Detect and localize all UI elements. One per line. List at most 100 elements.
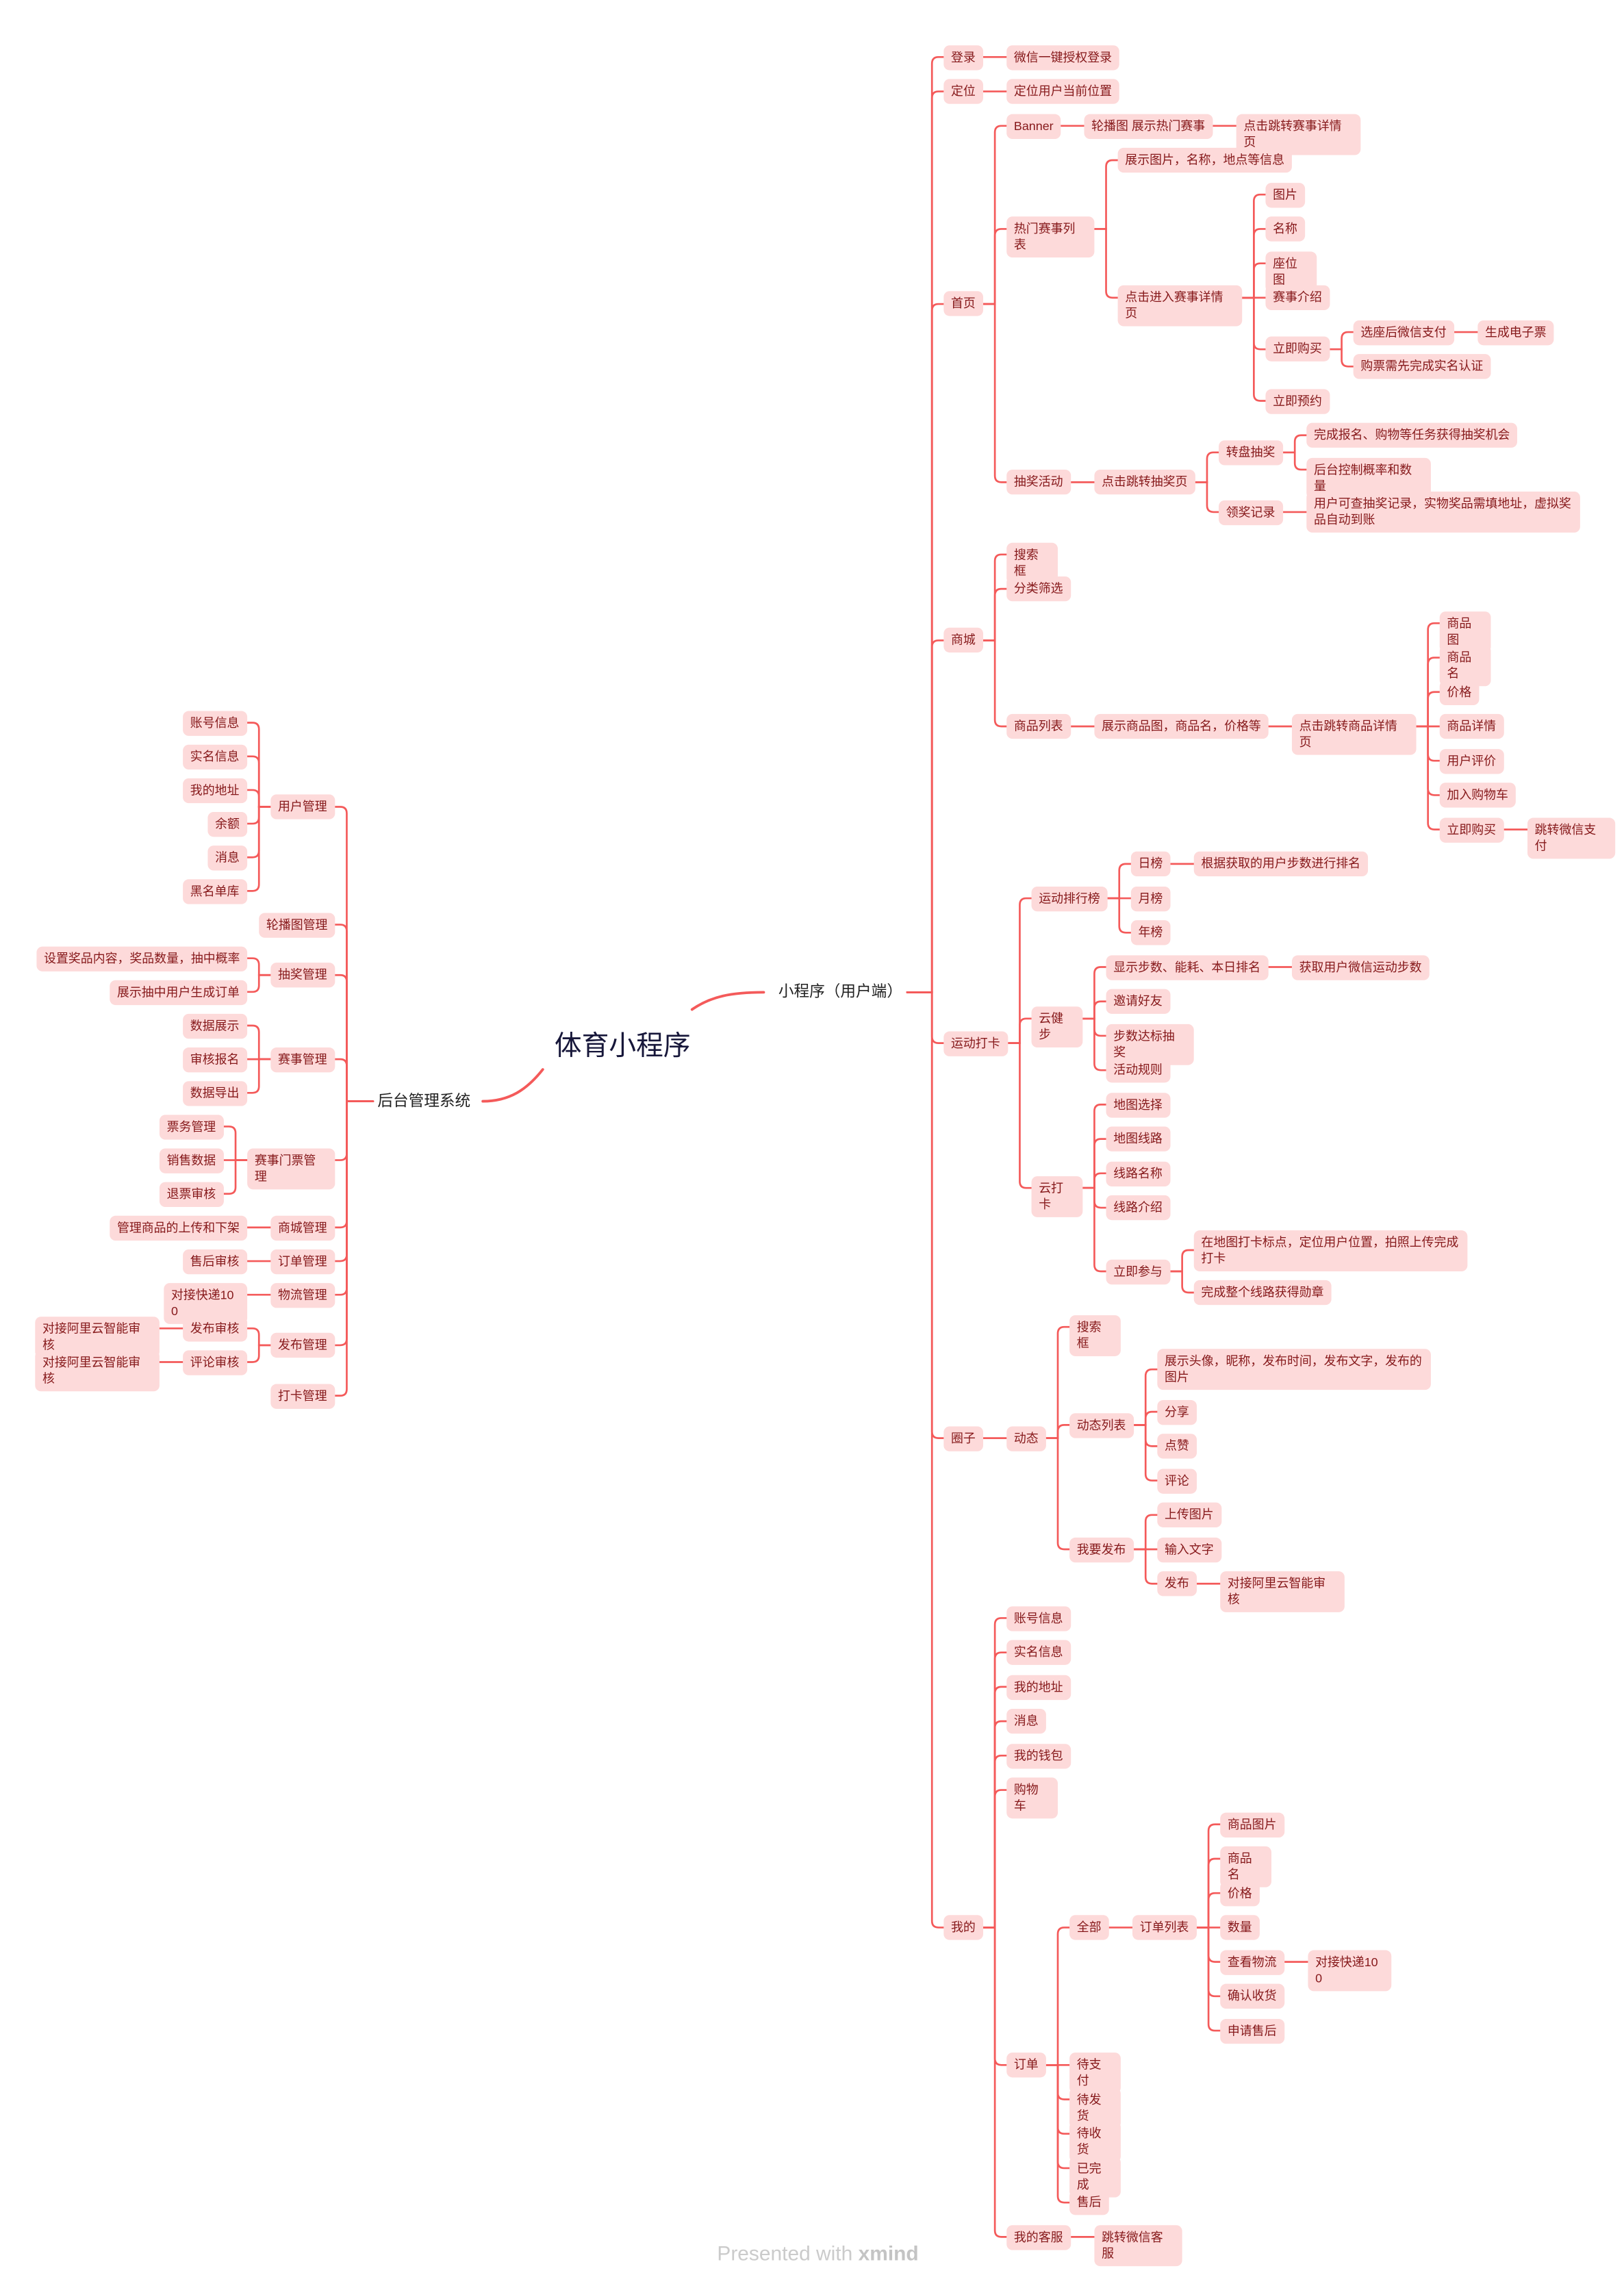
- topic-node[interactable]: 全部: [1069, 1915, 1109, 1940]
- topic-node[interactable]: 完成整个线路获得勋章: [1193, 1280, 1332, 1306]
- topic-node[interactable]: 数量: [1220, 1915, 1260, 1940]
- topic-node[interactable]: 我的地址: [1006, 1674, 1071, 1700]
- topic-node[interactable]: 商品详情: [1439, 713, 1504, 739]
- topic-node[interactable]: 转盘抽奖: [1219, 440, 1284, 466]
- topic-node[interactable]: 消息: [207, 845, 248, 870]
- topic-node[interactable]: 座位图: [1265, 251, 1317, 292]
- topic-node[interactable]: 数据展示: [183, 1013, 248, 1039]
- topic-node[interactable]: 待收货: [1069, 2121, 1121, 2163]
- topic-node[interactable]: 我的地址: [183, 777, 248, 803]
- topic-node[interactable]: 已完成: [1069, 2155, 1121, 2197]
- topic-node[interactable]: 赛事介绍: [1265, 285, 1330, 311]
- topic-node[interactable]: 热门赛事列表: [1006, 216, 1095, 258]
- topic-node[interactable]: 展示商品图，商品名，价格等: [1094, 713, 1269, 739]
- topic-node[interactable]: 订单管理: [270, 1248, 335, 1274]
- topic-node[interactable]: 待支付: [1069, 2052, 1121, 2094]
- topic-node[interactable]: 商品名: [1220, 1846, 1271, 1888]
- topic-node[interactable]: 轮播图 展示热门赛事: [1084, 113, 1213, 138]
- topic-node[interactable]: 点赞: [1157, 1434, 1197, 1459]
- topic-node[interactable]: 点击跳转抽奖页: [1094, 470, 1195, 495]
- topic-node[interactable]: 购物车: [1006, 1777, 1058, 1819]
- topic-node[interactable]: 点击跳转商品详情页: [1291, 713, 1417, 755]
- topic-node[interactable]: 退票审核: [159, 1181, 224, 1206]
- topic-node[interactable]: 抽奖活动: [1006, 470, 1071, 495]
- topic-node[interactable]: 轮播图管理: [259, 912, 335, 937]
- topic-node[interactable]: 地图线路: [1106, 1126, 1171, 1152]
- topic-node[interactable]: 我的钱包: [1006, 1743, 1071, 1768]
- topic-node[interactable]: 售后: [1069, 2189, 1109, 2215]
- topic-node[interactable]: 名称: [1265, 216, 1306, 242]
- topic-node[interactable]: 对接阿里云智能审核: [1220, 1571, 1345, 1612]
- topic-node[interactable]: 运动排行榜: [1031, 885, 1108, 911]
- topic-node[interactable]: 商城管理: [270, 1215, 335, 1241]
- topic-node[interactable]: 发布管理: [270, 1332, 335, 1358]
- topic-node[interactable]: 数据导出: [183, 1080, 248, 1106]
- topic-node[interactable]: 打卡管理: [270, 1383, 335, 1408]
- topic-node[interactable]: 评论: [1157, 1468, 1197, 1493]
- topic-node[interactable]: 展示图片，名称，地点等信息: [1117, 147, 1292, 173]
- topic-node[interactable]: 审核报名: [183, 1046, 248, 1072]
- topic-node[interactable]: 展示头像，昵称，发布时间，发布文字，发布的图片: [1157, 1349, 1431, 1390]
- topic-node[interactable]: 商品列表: [1006, 713, 1071, 739]
- topic-node[interactable]: 余额: [207, 811, 248, 837]
- topic-node[interactable]: 立即参与: [1106, 1258, 1171, 1284]
- topic-node[interactable]: 圈子: [943, 1425, 984, 1451]
- topic-node[interactable]: 消息: [1006, 1708, 1046, 1734]
- topic-node[interactable]: 定位: [943, 79, 984, 104]
- topic-node[interactable]: 搜索框: [1006, 542, 1058, 583]
- topic-node[interactable]: Banner: [1006, 113, 1061, 138]
- topic-node[interactable]: 在地图打卡标点，定位用户位置，拍照上传完成打卡: [1193, 1230, 1467, 1271]
- topic-node[interactable]: 赛事管理: [270, 1046, 335, 1072]
- topic-node[interactable]: 立即预约: [1265, 388, 1330, 414]
- topic-node[interactable]: 分享: [1157, 1399, 1197, 1425]
- topic-node[interactable]: 价格: [1220, 1881, 1260, 1906]
- topic-node[interactable]: 领奖记录: [1219, 499, 1284, 525]
- topic-node[interactable]: 发布审核: [183, 1316, 248, 1341]
- topic-node[interactable]: 抽奖管理: [270, 963, 335, 988]
- topic-node[interactable]: 分类筛选: [1006, 576, 1071, 602]
- topic-node[interactable]: 立即购买: [1265, 337, 1330, 362]
- topic-node[interactable]: 点击跳转赛事详情页: [1236, 113, 1361, 155]
- topic-node[interactable]: 我要发布: [1069, 1536, 1134, 1562]
- topic-node[interactable]: 云打卡: [1031, 1175, 1083, 1217]
- topic-node[interactable]: 票务管理: [159, 1114, 224, 1139]
- topic-node[interactable]: 实名信息: [183, 743, 248, 769]
- topic-node[interactable]: 用户管理: [270, 794, 335, 819]
- topic-node[interactable]: 微信一键授权登录: [1006, 45, 1119, 70]
- topic-node[interactable]: 发布: [1157, 1571, 1197, 1597]
- topic-node[interactable]: 线路名称: [1106, 1160, 1171, 1186]
- topic-node[interactable]: 商品名: [1439, 645, 1491, 687]
- topic-node[interactable]: 待发货: [1069, 2087, 1121, 2128]
- main-topic-mini-program[interactable]: 小程序（用户端）: [778, 983, 902, 1002]
- topic-node[interactable]: 选座后微信支付: [1353, 319, 1455, 345]
- topic-node[interactable]: 我的: [943, 1915, 984, 1940]
- topic-node[interactable]: 商品图: [1439, 611, 1491, 652]
- topic-node[interactable]: 加入购物车: [1439, 783, 1516, 808]
- topic-node[interactable]: 首页: [943, 291, 984, 317]
- topic-node[interactable]: 定位用户当前位置: [1006, 79, 1119, 104]
- topic-node[interactable]: 订单: [1006, 2052, 1046, 2078]
- topic-node[interactable]: 订单列表: [1132, 1915, 1197, 1940]
- topic-node[interactable]: 年榜: [1130, 920, 1171, 945]
- topic-node[interactable]: 购票需先完成实名认证: [1353, 354, 1491, 379]
- topic-node[interactable]: 步数达标抽奖: [1106, 1023, 1194, 1065]
- topic-node[interactable]: 线路介绍: [1106, 1195, 1171, 1221]
- topic-node[interactable]: 价格: [1439, 679, 1480, 704]
- topic-node[interactable]: 动态列表: [1069, 1412, 1134, 1438]
- topic-node[interactable]: 地图选择: [1106, 1092, 1171, 1117]
- topic-node[interactable]: 售后审核: [183, 1248, 248, 1274]
- topic-node[interactable]: 搜索框: [1069, 1314, 1121, 1356]
- topic-node[interactable]: 跳转微信客服: [1094, 2224, 1182, 2266]
- topic-node[interactable]: 根据获取的用户步数进行排名: [1193, 851, 1369, 877]
- topic-node[interactable]: 后台控制概率和数量: [1306, 457, 1431, 498]
- topic-node[interactable]: 月榜: [1130, 885, 1171, 911]
- topic-node[interactable]: 确认收货: [1220, 1983, 1285, 2009]
- topic-node[interactable]: 查看物流: [1220, 1949, 1285, 1974]
- topic-node[interactable]: 用户评价: [1439, 748, 1504, 774]
- topic-node[interactable]: 赛事门票管理: [247, 1147, 335, 1189]
- topic-node[interactable]: 显示步数、能耗、本日排名: [1106, 954, 1269, 980]
- topic-node[interactable]: 对接快递100: [1308, 1949, 1392, 1991]
- central-topic[interactable]: 体育小程序: [554, 1030, 691, 1061]
- topic-node[interactable]: 我的客服: [1006, 2224, 1071, 2250]
- topic-node[interactable]: 云健步: [1031, 1006, 1083, 1047]
